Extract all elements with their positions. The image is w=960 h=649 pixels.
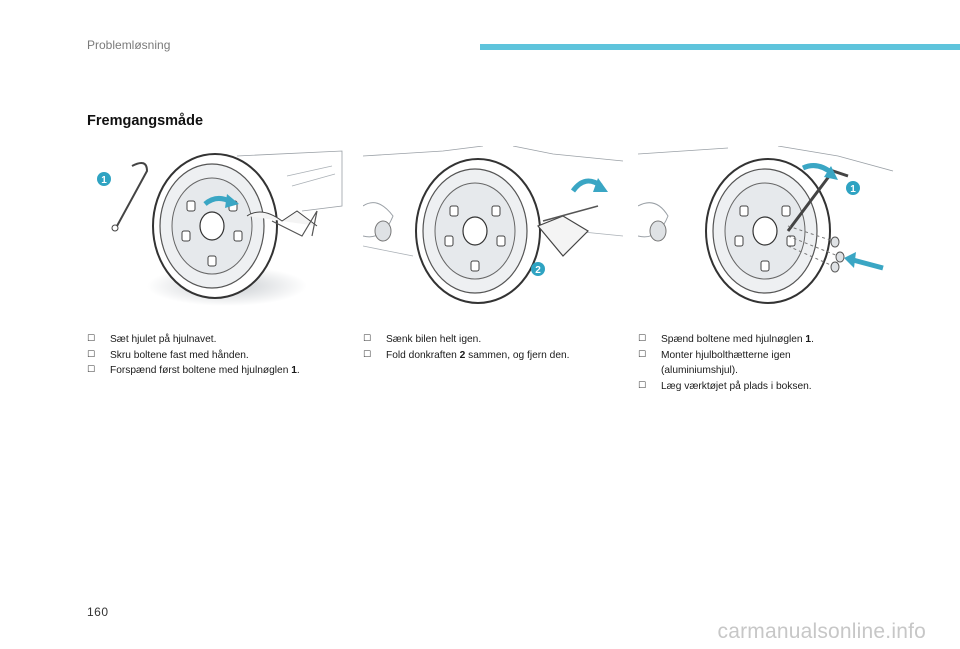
illustration-tighten-bolts: 1	[638, 146, 898, 306]
list-item: ☐ Fold donkraften 2 sammen, og fjern den…	[363, 348, 623, 364]
list-item: ☐ Skru boltene fast med hånden.	[87, 348, 347, 364]
steps-column-1: ☐ Sæt hjulet på hjulnavet. ☐ Skru bolten…	[87, 332, 347, 379]
checkbox-icon: ☐	[638, 349, 647, 360]
checkbox-icon: ☐	[87, 365, 96, 376]
checkbox-icon: ☐	[363, 349, 372, 360]
watermark: carmanualsonline.info	[717, 620, 926, 643]
callout-2: 2	[535, 265, 541, 276]
header-section-title: Problemløsning	[87, 38, 171, 52]
steps-column-2: ☐ Sænk bilen helt igen. ☐ Fold donkrafte…	[363, 332, 623, 363]
illustration-fit-wheel: 1	[87, 146, 347, 306]
list-item: ☐ Monter hjulbolthætterne igen (aluminiu…	[638, 349, 791, 377]
checkbox-icon: ☐	[638, 380, 647, 391]
page-number: 160	[87, 605, 109, 619]
section-title: Fremgangsmåde	[87, 113, 204, 129]
list-item: ☐ Sæt hjulet på hjulnavet.	[87, 332, 347, 348]
illustration-lower-car: 2	[363, 146, 623, 306]
list-item: ☐ Spænd boltene med hjulnøglen 1.	[638, 332, 858, 348]
callout-1: 1	[101, 175, 107, 186]
header-accent-bar	[480, 44, 960, 50]
checkbox-icon: ☐	[638, 334, 647, 344]
checkbox-icon: ☐	[87, 334, 96, 344]
steps-column-3: ☐ Spænd boltene med hjulnøglen 1. ☐ Mont…	[638, 332, 858, 394]
list-item: ☐ Læg værktøjet på plads i boksen.	[638, 379, 858, 395]
checkbox-icon: ☐	[87, 349, 96, 360]
checkbox-icon: ☐	[363, 334, 372, 344]
list-item: ☐ Sænk bilen helt igen.	[363, 332, 623, 348]
callout-1-right: 1	[850, 184, 856, 195]
list-item: ☐ Forspænd først boltene med hjulnøglen …	[87, 363, 347, 379]
